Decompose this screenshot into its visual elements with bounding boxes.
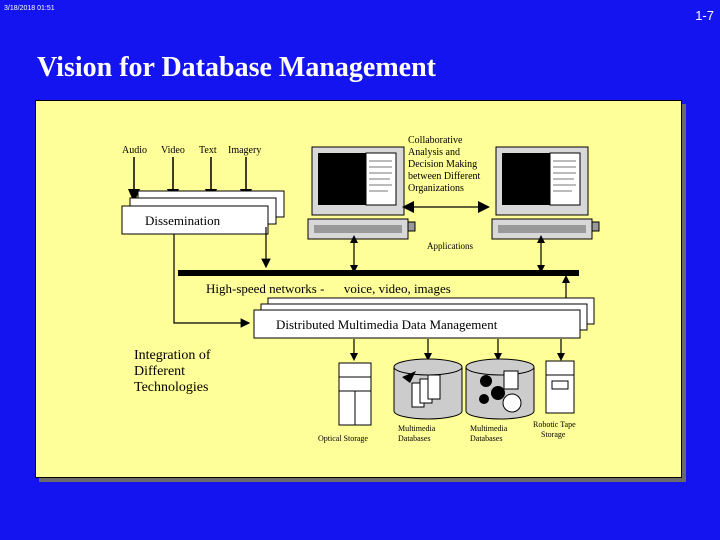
multimedia-db-label: Multimedia Databases xyxy=(398,424,437,443)
page-number: 1-7 xyxy=(695,8,714,23)
multimedia-db-label: Multimedia Databases xyxy=(470,424,509,443)
integration-label: Integration of Different Technologies xyxy=(134,348,214,395)
slide-title: Vision for Database Management xyxy=(37,52,436,83)
storage-arrows xyxy=(353,339,562,356)
collaborative-label: Collaborative Analysis and Decision Maki… xyxy=(408,135,483,194)
timestamp: 3/18/2018 01:51 xyxy=(4,5,55,12)
tape-storage-icon xyxy=(545,360,575,414)
network-label: High-speed networks - voice, video, imag… xyxy=(206,281,451,296)
architecture-diagram: Audio Video Text Imagery Dissemination xyxy=(121,135,600,443)
computer-icon xyxy=(491,146,600,240)
diagram-panel: Audio Video Text Imagery Dissemination xyxy=(35,100,682,478)
optical-storage-icon xyxy=(338,362,372,426)
computer-icon xyxy=(307,146,416,240)
input-imagery-label: Imagery xyxy=(228,145,261,156)
application-network-arrows xyxy=(353,239,542,269)
dissemination-connectors xyxy=(173,227,271,328)
database-icon xyxy=(393,358,463,420)
network-bar xyxy=(178,270,579,276)
input-audio-label: Audio xyxy=(122,145,147,156)
dissemination-box xyxy=(121,190,285,235)
applications-label: Applications xyxy=(427,241,473,251)
ddm-box xyxy=(253,297,595,339)
optical-storage-label: Optical Storage xyxy=(318,434,368,443)
database-icon xyxy=(465,358,535,420)
dissemination-label: Dissemination xyxy=(145,213,221,228)
input-text-label: Text xyxy=(199,145,217,156)
robotic-tape-label: Robotic Tape Storage xyxy=(533,420,578,439)
input-video-label: Video xyxy=(161,145,185,156)
ddm-label: Distributed Multimedia Data Management xyxy=(276,317,498,332)
